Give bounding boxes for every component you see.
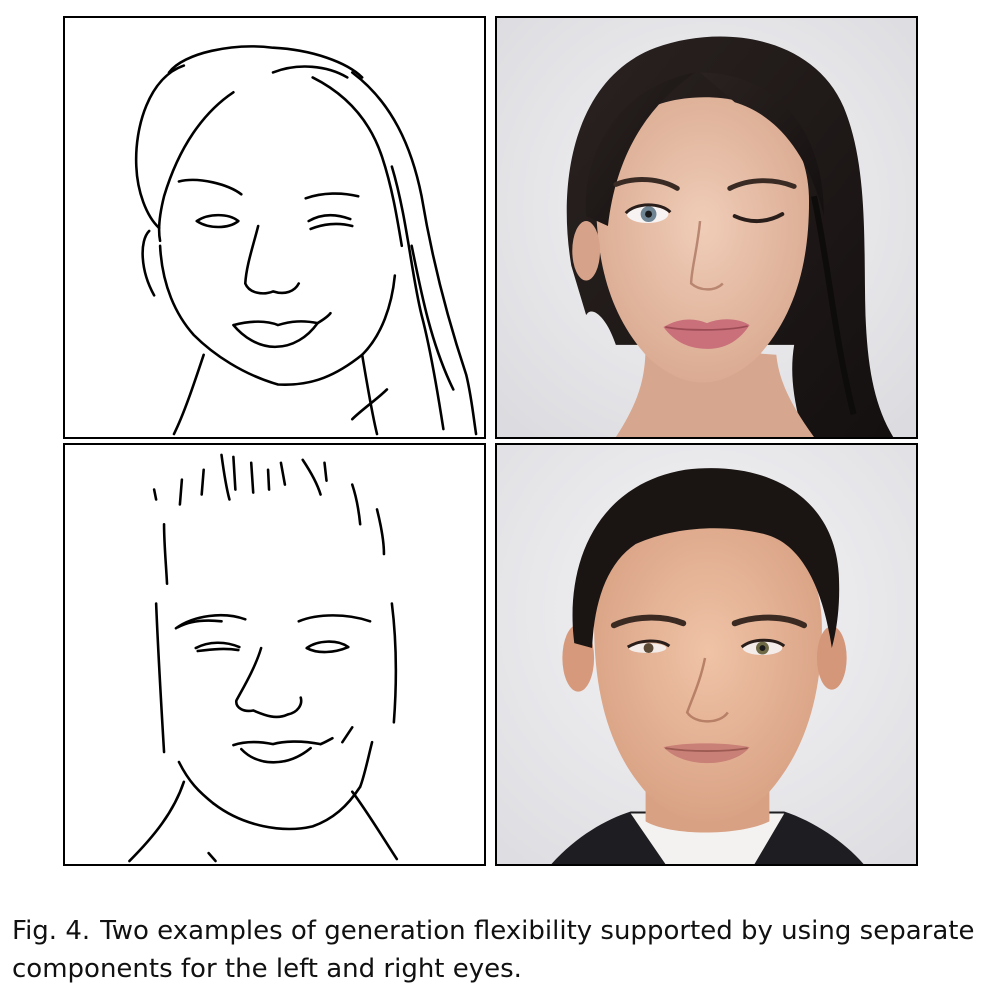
figure-label: Fig. 4. xyxy=(12,916,91,946)
woman-photo-illustration xyxy=(497,18,916,437)
lips xyxy=(663,743,750,764)
hair-outline-left xyxy=(134,64,186,230)
left-eye-squint xyxy=(194,641,241,650)
caption-text: Two examples of generation flexibility s… xyxy=(12,916,975,984)
upper-lip xyxy=(232,740,322,747)
man-sketch-drawing xyxy=(128,453,399,863)
right-eyebrow xyxy=(727,178,797,191)
jaw-line xyxy=(212,785,362,831)
lips xyxy=(663,319,750,349)
face-outline xyxy=(158,244,397,386)
woman-sketch-drawing xyxy=(134,45,478,436)
right-eyebrow xyxy=(731,614,808,629)
face-right-edge xyxy=(390,602,398,724)
right-eye xyxy=(305,640,350,654)
hair xyxy=(572,468,840,649)
face xyxy=(594,514,822,822)
lips xyxy=(232,320,319,349)
left-eye-open xyxy=(195,213,240,229)
hair-strokes xyxy=(152,488,158,501)
man-photo-illustration xyxy=(497,445,916,864)
figure-caption: Fig. 4.Two examples of generation flexib… xyxy=(12,912,977,988)
right-eye-winking xyxy=(732,212,785,224)
right-eyebrow xyxy=(304,192,360,200)
left-eyebrow xyxy=(610,614,687,629)
nose xyxy=(243,224,301,295)
generated-photo-man xyxy=(495,443,918,866)
generated-photo-woman xyxy=(495,16,918,439)
face-left-edge xyxy=(154,602,166,754)
right-eyebrow xyxy=(297,614,372,623)
nose xyxy=(235,646,303,719)
face xyxy=(596,97,810,383)
lower-lip xyxy=(240,746,312,764)
right-eye-closed xyxy=(307,213,352,223)
sketch-panel-woman xyxy=(63,16,486,439)
left-eyebrow xyxy=(177,178,243,196)
sketch-panel-man xyxy=(63,443,486,866)
left-eyebrow xyxy=(613,177,680,191)
